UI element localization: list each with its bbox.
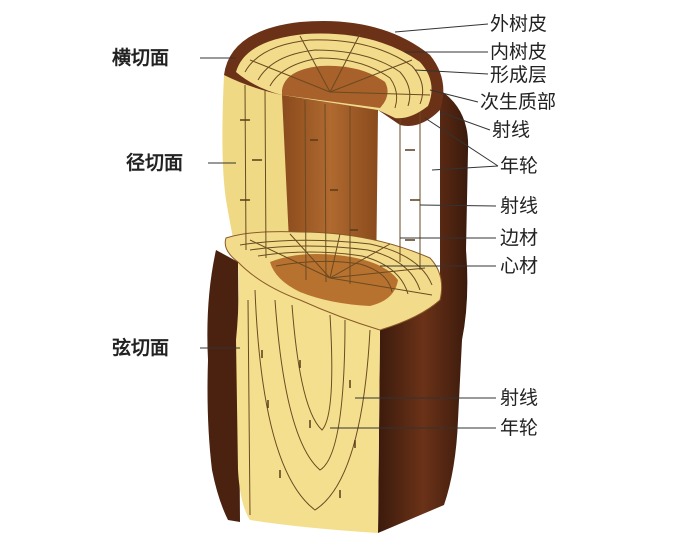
label-heartwood: 心材: [500, 255, 539, 277]
label-ray-bottom: 射线: [500, 387, 539, 409]
top-annual-rings: [244, 39, 424, 109]
tangential-ray-ticks: [261, 350, 356, 498]
top-rays: [249, 33, 431, 96]
label-ray-top: 射线: [492, 119, 531, 141]
outer-bark-right: [378, 90, 469, 533]
cross-section-heartwood: [282, 65, 388, 108]
bark-left-edge: [207, 250, 240, 522]
label-cross-section: 横切面: [112, 47, 170, 69]
label-secondary-phloem: 次生质部: [480, 91, 557, 113]
label-annual-ring-bottom: 年轮: [500, 417, 539, 439]
lower-rays: [249, 233, 433, 296]
label-inner-bark: 内树皮: [490, 41, 548, 63]
tangential-section-face: [236, 262, 380, 533]
label-cambium: 形成层: [490, 64, 548, 86]
label-annual-ring-top: 年轮: [500, 155, 539, 177]
label-tangential-section: 弦切面: [112, 337, 170, 359]
label-ray-middle: 射线: [500, 195, 539, 217]
lower-heartwood-ring: [270, 254, 398, 306]
radial-ray-ticks: [240, 119, 420, 241]
label-sapwood: 边材: [500, 227, 539, 249]
leader-lines: [200, 23, 499, 429]
label-radial-section: 径切面: [126, 152, 184, 174]
tangential-grain: [247, 289, 371, 516]
label-outer-bark: 外树皮: [490, 13, 548, 35]
